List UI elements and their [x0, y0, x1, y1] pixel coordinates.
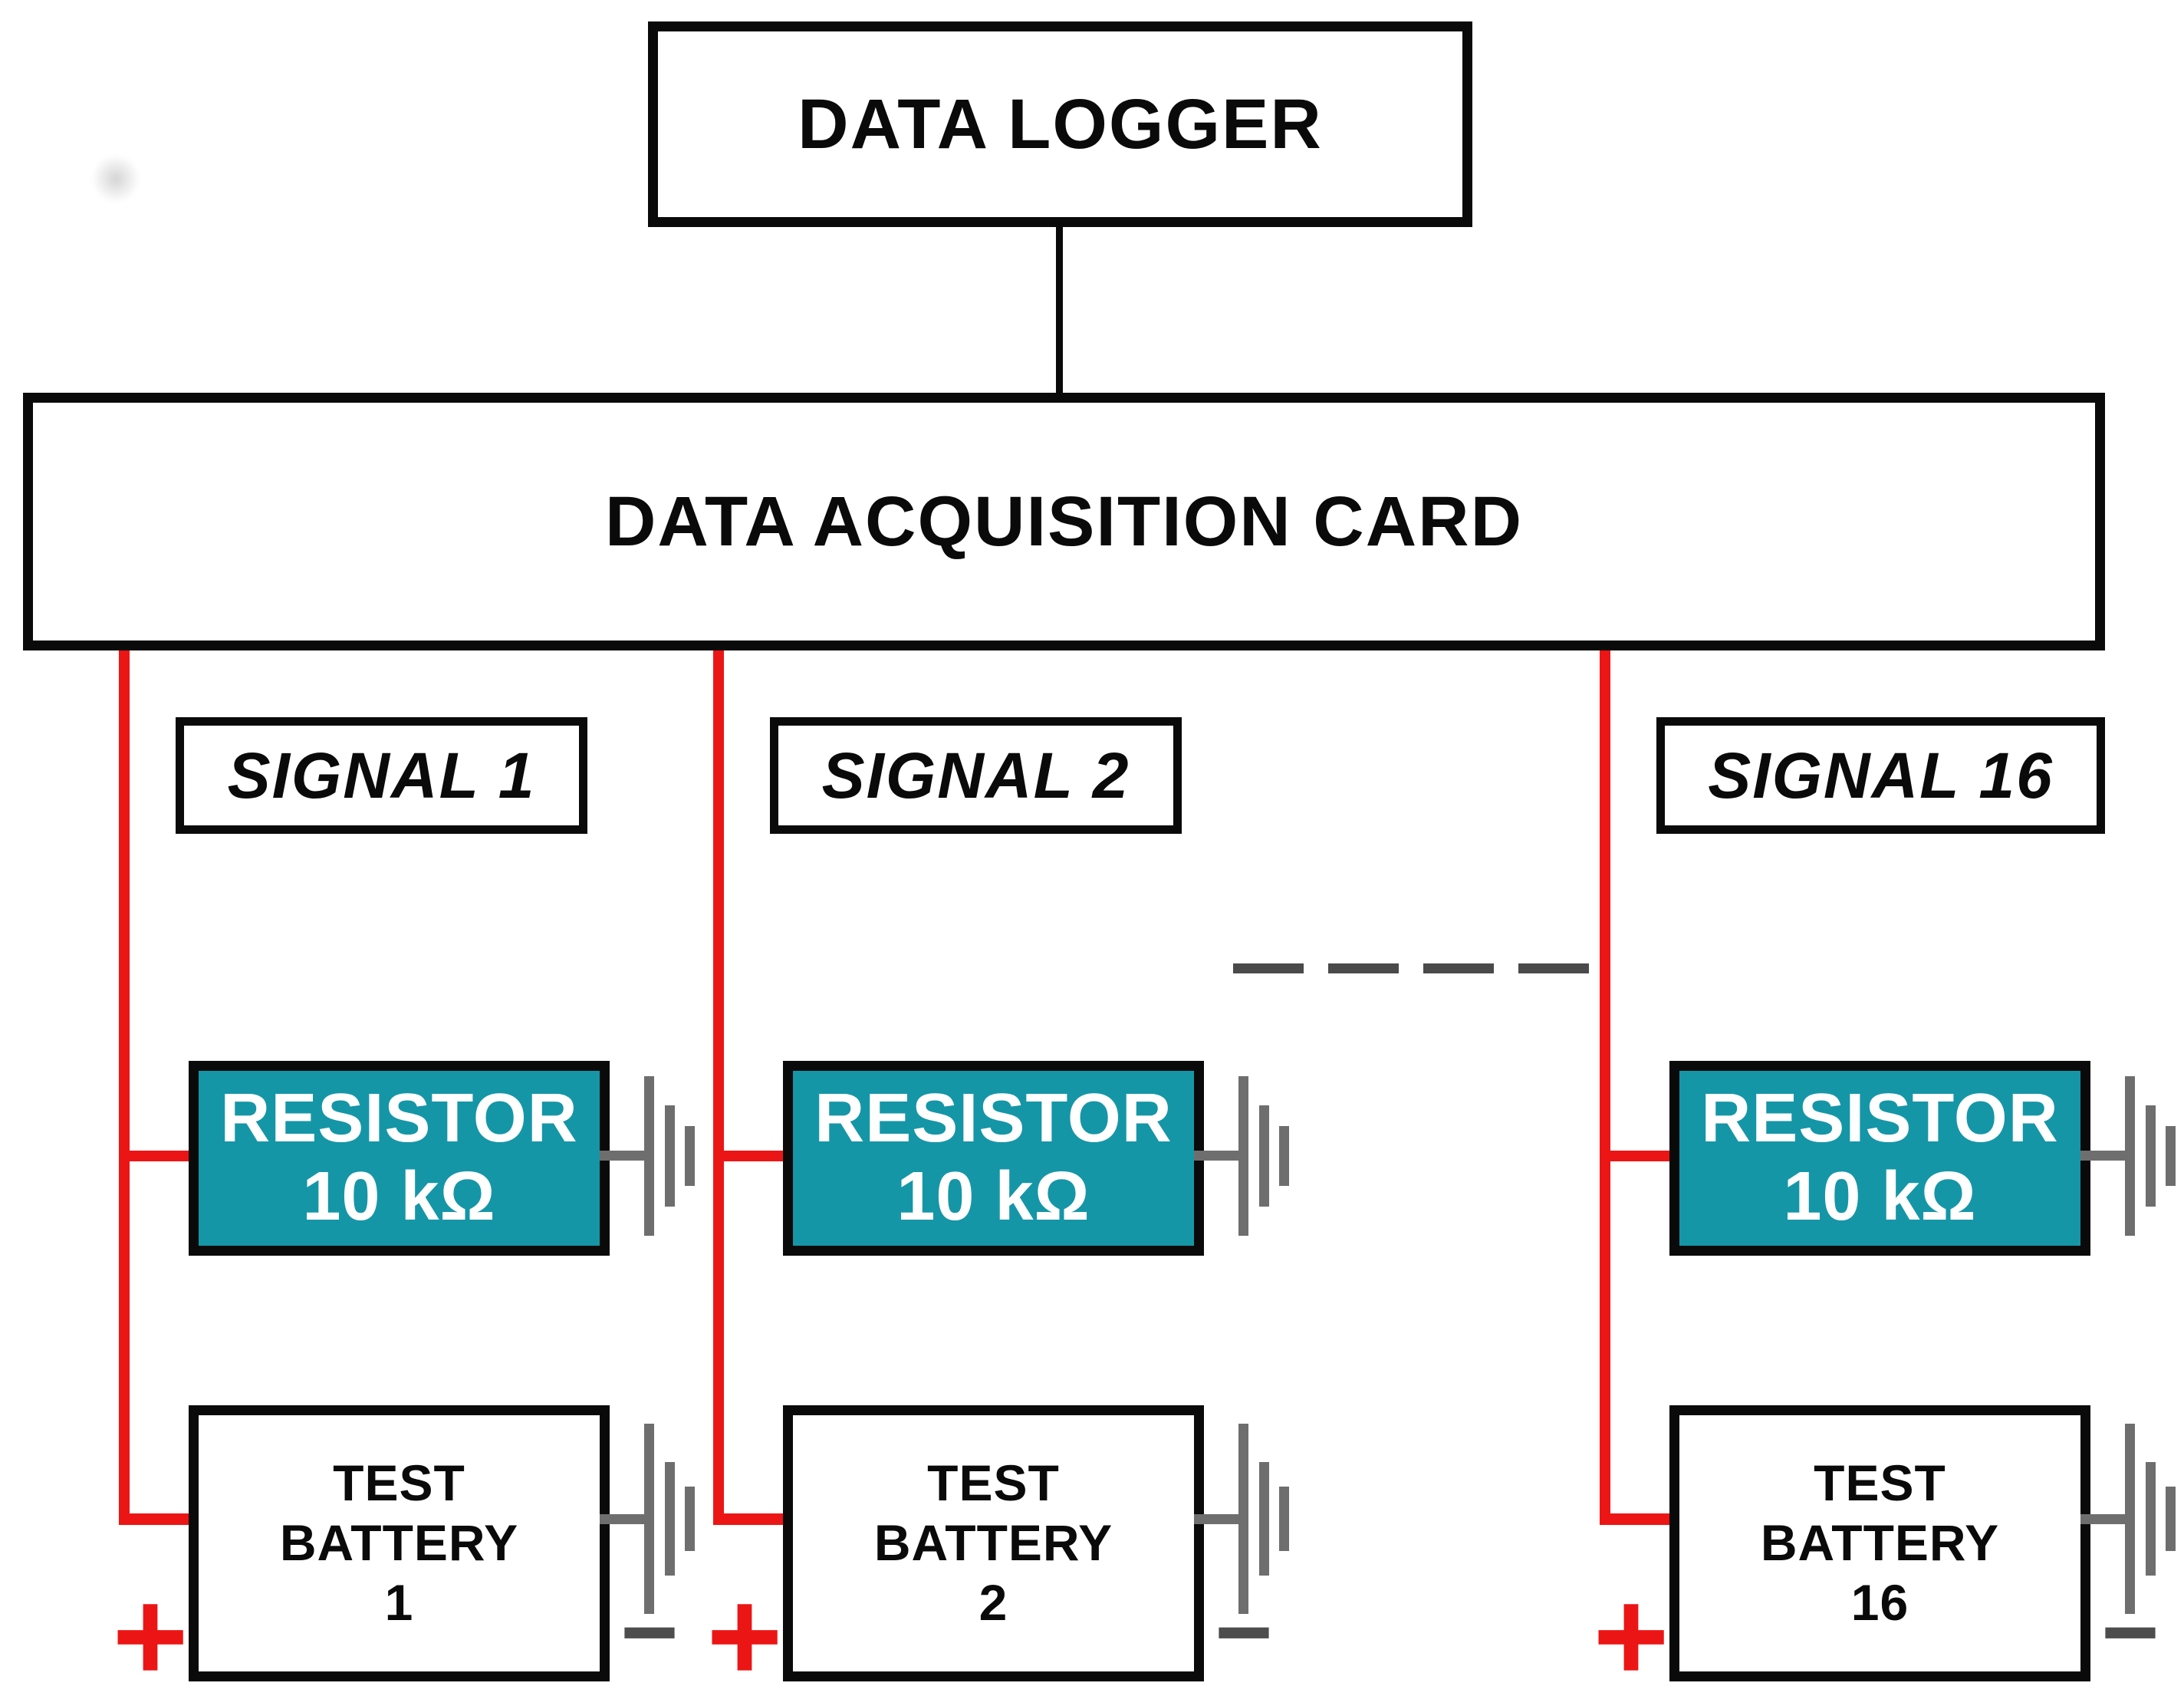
- wire-resistor-stub: [1600, 1151, 1676, 1161]
- ground-bar: [685, 1126, 695, 1186]
- test-battery-box: TEST BATTERY 1: [189, 1405, 610, 1681]
- channel-16: SIGNAL 16 RESISTOR 10 kΩ TEST BATTERY 16…: [1589, 0, 2184, 1696]
- ground-bar: [2125, 1076, 2135, 1236]
- signal-box: SIGNAL 2: [770, 717, 1182, 834]
- signal-wire-vertical: [713, 650, 724, 1525]
- channel-continuation-dashes: [1233, 963, 1589, 973]
- resistor-name: RESISTOR: [814, 1080, 1173, 1158]
- resistor-value: 10 kΩ: [1783, 1158, 1977, 1235]
- battery-ground-icon: [702, 0, 1362, 1696]
- resistor-box: RESISTOR 10 kΩ: [783, 1061, 1204, 1256]
- wire-resistor-stub: [713, 1151, 790, 1161]
- ground-bar: [1238, 1076, 1248, 1236]
- battery-word-1: TEST: [1814, 1454, 1946, 1512]
- data-logger-label: DATA LOGGER: [798, 84, 1323, 163]
- resistor-ground-icon: [108, 0, 768, 1696]
- ground-stub: [600, 1514, 646, 1524]
- negative-terminal-label: −: [620, 1576, 679, 1688]
- ground-bar: [1259, 1462, 1269, 1576]
- wire-battery-elbow: [713, 1513, 790, 1525]
- negative-terminal-label: −: [1215, 1576, 1273, 1688]
- signal-label: SIGNAL 16: [1708, 739, 2054, 812]
- positive-terminal-label: +: [1593, 1563, 1669, 1696]
- battery-word-1: TEST: [333, 1454, 465, 1512]
- resistor-ground-icon: [1589, 0, 2184, 1696]
- ground-bar: [644, 1424, 654, 1614]
- signal-box: SIGNAL 16: [1656, 717, 2105, 834]
- ground-bar: [2146, 1462, 2156, 1576]
- signal-wire-vertical: [119, 650, 130, 1525]
- test-battery-box: TEST BATTERY 2: [783, 1405, 1204, 1681]
- ground-bar: [2166, 1487, 2176, 1551]
- resistor-ground-icon: [702, 0, 1362, 1696]
- ground-bar: [665, 1462, 675, 1576]
- battery-number: 2: [979, 1573, 1008, 1631]
- ground-bar: [685, 1487, 695, 1551]
- data-logger-box: DATA LOGGER: [648, 21, 1472, 227]
- test-battery-box: TEST BATTERY 16: [1669, 1405, 2090, 1681]
- ground-stub: [1194, 1151, 1240, 1161]
- ground-stub: [2080, 1514, 2126, 1524]
- ground-bar: [2166, 1126, 2176, 1186]
- resistor-box: RESISTOR 10 kΩ: [189, 1061, 610, 1256]
- signal-box: SIGNAL 1: [176, 717, 587, 834]
- channel-1: SIGNAL 1 RESISTOR 10 kΩ TEST BATTERY 1 +…: [108, 0, 768, 1696]
- battery-word-2: BATTERY: [1760, 1514, 2000, 1572]
- positive-terminal-label: +: [706, 1563, 783, 1696]
- battery-ground-icon: [1589, 0, 2184, 1696]
- battery-number: 16: [1850, 1573, 1909, 1631]
- ground-bar: [2146, 1105, 2156, 1207]
- ground-bar: [2125, 1424, 2135, 1614]
- logger-daq-connector-line: [1056, 222, 1063, 399]
- wire-battery-elbow: [119, 1513, 196, 1525]
- channel-2: SIGNAL 2 RESISTOR 10 kΩ TEST BATTERY 2 +…: [702, 0, 1362, 1696]
- battery-number: 1: [384, 1573, 414, 1631]
- battery-word-2: BATTERY: [279, 1514, 519, 1572]
- resistor-box: RESISTOR 10 kΩ: [1669, 1061, 2090, 1256]
- signal-wire-vertical: [1600, 650, 1610, 1525]
- signal-label: SIGNAL 2: [821, 739, 1130, 812]
- resistor-name: RESISTOR: [220, 1080, 578, 1158]
- wire-battery-elbow: [1600, 1513, 1676, 1525]
- battery-word-1: TEST: [927, 1454, 1060, 1512]
- ground-stub: [2080, 1151, 2126, 1161]
- resistor-value: 10 kΩ: [896, 1158, 1090, 1235]
- ground-stub: [600, 1151, 646, 1161]
- scan-smudge-artifact: [90, 153, 141, 204]
- ground-bar: [1238, 1424, 1248, 1614]
- resistor-value: 10 kΩ: [302, 1158, 496, 1235]
- ground-bar: [1279, 1487, 1289, 1551]
- positive-terminal-label: +: [112, 1563, 189, 1696]
- wire-resistor-stub: [119, 1151, 196, 1161]
- battery-word-2: BATTERY: [873, 1514, 1113, 1572]
- resistor-name: RESISTOR: [1701, 1080, 2059, 1158]
- ground-bar: [1259, 1105, 1269, 1207]
- ground-bar: [665, 1105, 675, 1207]
- battery-ground-icon: [108, 0, 768, 1696]
- data-acquisition-card-label: DATA ACQUISITION CARD: [604, 482, 1524, 561]
- ground-bar: [1279, 1126, 1289, 1186]
- signal-label: SIGNAL 1: [227, 739, 536, 812]
- ground-bar: [644, 1076, 654, 1236]
- negative-terminal-label: −: [2101, 1576, 2159, 1688]
- data-acquisition-card-box: DATA ACQUISITION CARD: [23, 393, 2105, 650]
- ground-stub: [1194, 1514, 1240, 1524]
